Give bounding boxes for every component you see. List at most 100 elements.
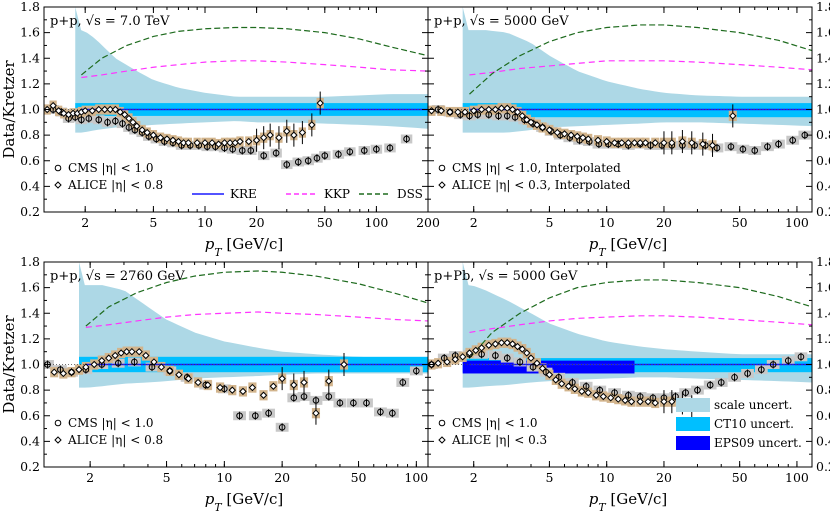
legend-cms-marker (54, 419, 62, 427)
alice-point (239, 387, 247, 396)
alice-point (157, 363, 166, 371)
legend-series-label: CMS |η| < 1.0 (68, 161, 154, 175)
y-tick-label: 1.4 (816, 305, 830, 320)
alice-point (660, 397, 668, 406)
y-tick-label: 0.2 (20, 459, 40, 474)
cms-point (529, 363, 537, 371)
alice-point (660, 139, 668, 147)
legend-cms-marker (54, 164, 62, 172)
cms-point (119, 120, 126, 127)
cms-point (769, 361, 777, 368)
alice-point (82, 363, 90, 371)
alice-point (226, 139, 234, 147)
legend-dss-label: DSS (397, 187, 423, 201)
cms-point (713, 144, 721, 152)
alice-point (508, 340, 517, 348)
alice-point (266, 131, 274, 139)
cms-point (294, 158, 302, 166)
alice-point (518, 112, 526, 120)
legend-band-label: EPS09 uncert. (714, 436, 802, 450)
alice-point (602, 137, 611, 146)
cms-point (373, 145, 380, 153)
legend-alice-marker (54, 436, 62, 444)
alice-point (125, 114, 133, 123)
alice-point (81, 107, 89, 115)
alice-point (174, 137, 183, 146)
y-axis-label: Data/Kretzer (0, 60, 18, 159)
kkp-curve (85, 311, 428, 328)
cms-point (265, 409, 272, 417)
alice-point (533, 359, 541, 367)
alice-point (491, 105, 500, 114)
alice-point (491, 340, 500, 348)
alice-point (518, 345, 526, 353)
cms-point (440, 354, 448, 362)
x-tick-label: 50 (351, 470, 367, 485)
cms-point (260, 152, 267, 159)
alice-point (214, 140, 223, 148)
cms-point (361, 147, 368, 154)
alice-point (644, 397, 652, 406)
alice-point (636, 139, 644, 147)
cms-point (321, 152, 329, 159)
cms-point (104, 119, 111, 126)
alice-point (316, 99, 324, 107)
alice-point (553, 128, 562, 137)
alice-point (527, 354, 535, 362)
alice-point (523, 349, 531, 357)
cms-point (272, 149, 280, 157)
y-tick-label: 0.2 (20, 204, 40, 219)
cms-point (336, 399, 344, 407)
cms-point (758, 366, 765, 373)
alice-point (513, 342, 522, 351)
alice-point (708, 141, 717, 150)
alice-point (630, 139, 639, 147)
alice-point (446, 108, 454, 116)
scale-uncertainty-band (75, 7, 428, 133)
panel-title: p+Pb, √s = 5000 GeV (434, 269, 578, 284)
alice-point (133, 122, 141, 130)
cms-point (516, 358, 524, 366)
alice-point (300, 378, 308, 387)
alice-point (111, 105, 120, 114)
alice-point (228, 386, 237, 394)
x-axis-label: pT [GeV/c] (205, 490, 283, 514)
panel-title: p+p, √s = 7.0 TeV (50, 14, 170, 29)
legend-band-label: scale uncert. (714, 398, 792, 412)
alice-point (472, 346, 480, 355)
alice-point (269, 382, 278, 390)
alice-point (523, 116, 531, 124)
cms-point (57, 366, 64, 373)
alice-point (699, 140, 707, 148)
y-tick-label: 1.0 (20, 357, 40, 372)
cms-point (386, 144, 394, 152)
alice-point (485, 105, 493, 114)
alice-point (443, 358, 451, 366)
alice-point (122, 347, 131, 356)
kkp-curve (469, 60, 812, 76)
y-tick-label: 0.4 (20, 433, 40, 448)
alice-point (651, 139, 659, 147)
x-tick-label: 100 (404, 470, 428, 485)
alice-point (668, 397, 676, 406)
y-tick-label: 0.6 (20, 153, 40, 168)
legend-series-label: ALICE |η| < 0.3, Interpolated (451, 178, 631, 192)
y-tick-label: 1.8 (816, 254, 830, 269)
x-tick-label: 100 (785, 215, 809, 230)
alice-point (179, 139, 188, 147)
cms-point (466, 112, 473, 120)
alice-point (50, 368, 58, 376)
legend-alice-marker (54, 181, 62, 189)
cms-point (413, 367, 420, 375)
cms-point (247, 147, 255, 154)
alice-point (533, 121, 541, 129)
alice-point (175, 371, 183, 379)
cms-point (125, 124, 133, 131)
legend-series-label: CMS |η| < 1.0 (452, 416, 538, 430)
cms-point (335, 151, 342, 158)
cms-point (229, 145, 236, 153)
legend-kre-label: KRE (230, 187, 257, 201)
alice-point (545, 371, 554, 379)
x-tick-label: 20 (656, 470, 672, 485)
